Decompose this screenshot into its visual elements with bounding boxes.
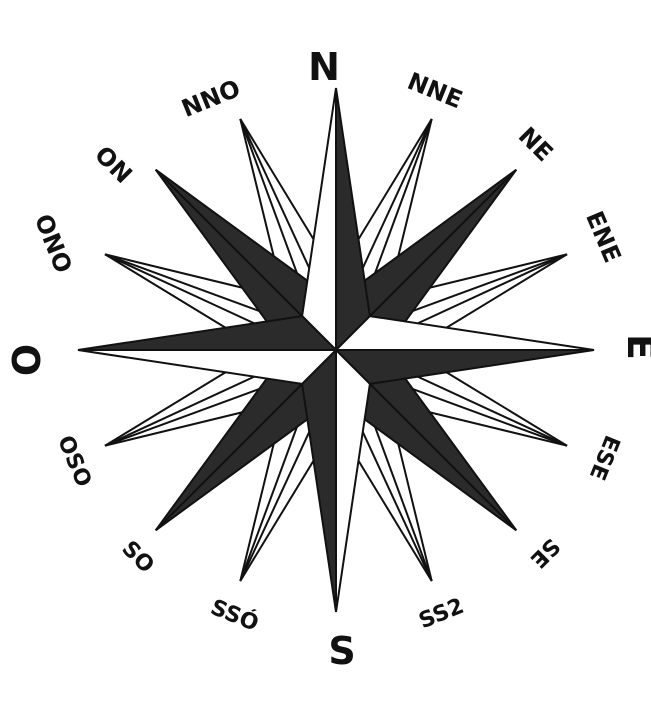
label-e: E xyxy=(619,334,651,360)
label-s: S xyxy=(328,629,355,673)
label-w: O xyxy=(5,344,49,376)
label-n: N xyxy=(308,45,340,89)
